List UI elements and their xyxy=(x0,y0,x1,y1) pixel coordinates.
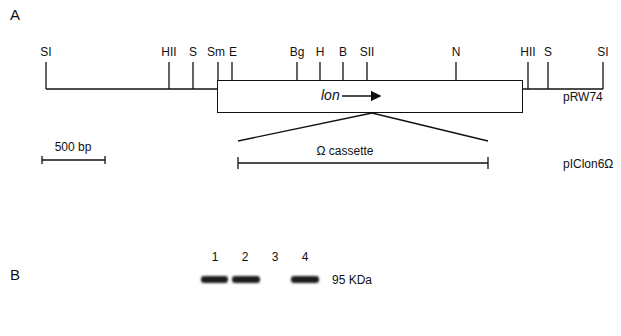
site-label: N xyxy=(452,46,461,58)
lane-number: 2 xyxy=(242,251,249,263)
plasmid-name: pIClon6Ω xyxy=(563,158,613,170)
site-label: HII xyxy=(520,46,535,58)
size-marker: 95 KDa xyxy=(332,274,372,286)
scale-label: 500 bp xyxy=(55,141,92,153)
site-label: B xyxy=(339,46,347,58)
gene-box: lon xyxy=(217,80,523,113)
site-label: SI xyxy=(40,46,51,58)
gene-name: lon xyxy=(321,88,340,102)
site-label: SI xyxy=(597,46,608,58)
site-label: S xyxy=(544,46,552,58)
site-label: Bg xyxy=(290,46,305,58)
panel-letter: A xyxy=(10,7,20,22)
site-label: E xyxy=(229,46,237,58)
site-label: HII xyxy=(161,46,176,58)
plasmid-name: pRW74 xyxy=(563,91,603,103)
lane-number: 1 xyxy=(212,251,219,263)
lane-number: 3 xyxy=(272,251,279,263)
cassette-label: Ω cassette xyxy=(317,145,374,157)
lane-number: 4 xyxy=(302,251,309,263)
site-label: S xyxy=(189,46,197,58)
site-label: H xyxy=(316,46,325,58)
site-label: SII xyxy=(360,46,375,58)
site-label: Sm xyxy=(207,46,225,58)
panel-letter: B xyxy=(10,267,20,282)
